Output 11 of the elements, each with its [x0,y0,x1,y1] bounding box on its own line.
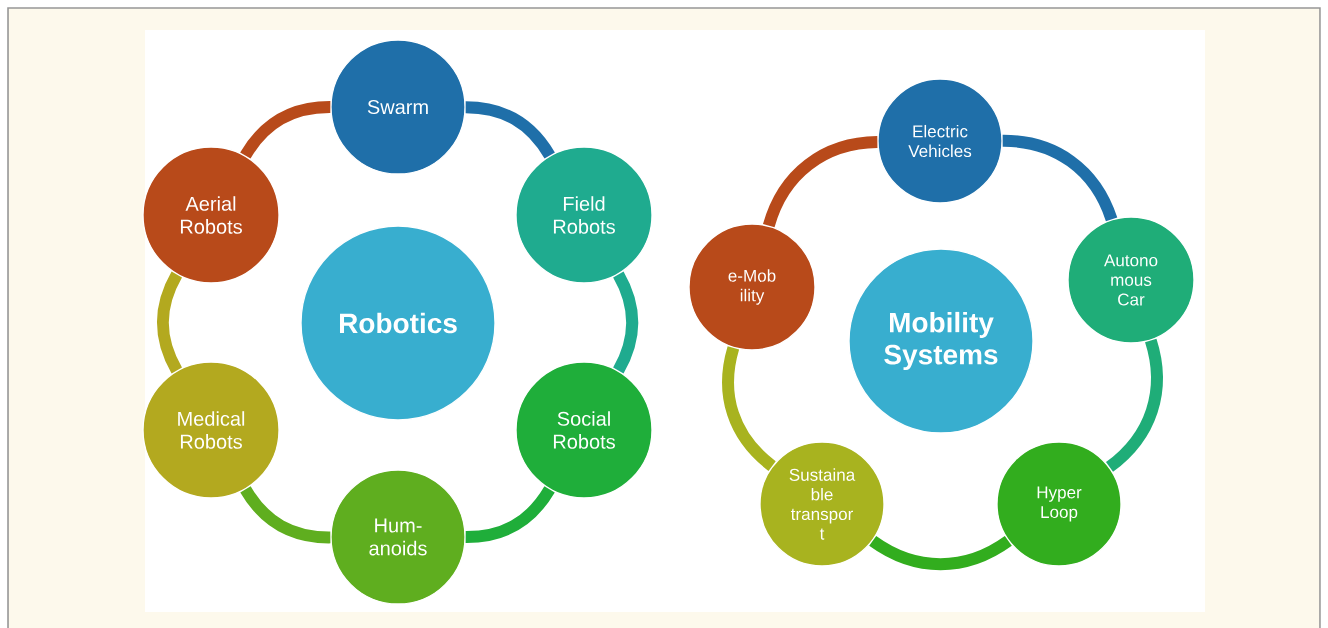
ring-segment [465,101,555,159]
ring-segment [240,486,331,544]
ring-segment [722,346,776,471]
ring-segment [613,271,639,374]
ring-segment [1105,338,1163,472]
ring-segment [156,271,183,374]
ring-segment [240,101,331,159]
ring-segment [1002,134,1118,222]
ring-segment [763,136,878,228]
ring-segment [869,535,1012,571]
ring-segment [465,486,555,544]
